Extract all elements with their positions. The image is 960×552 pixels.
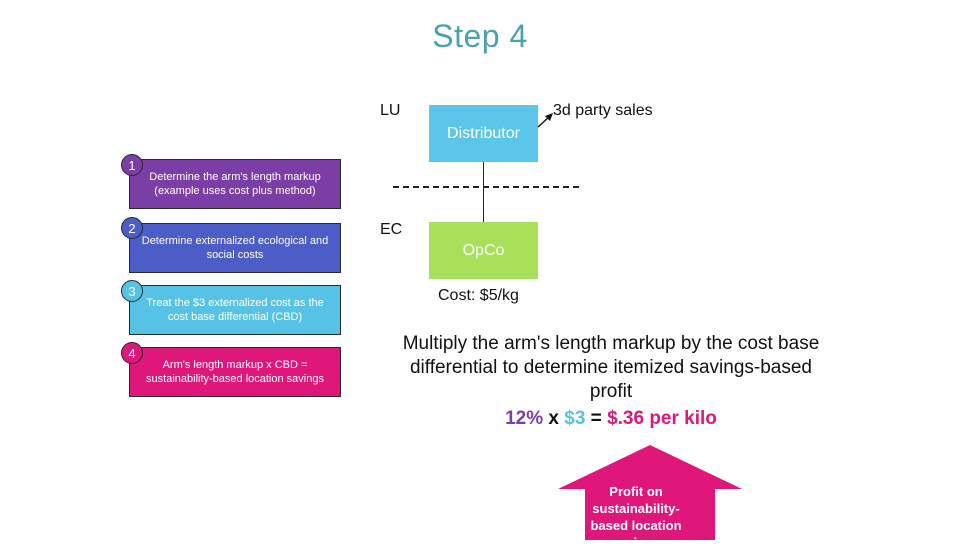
formula-times: x: [548, 408, 559, 429]
third-party-sales-label: 3d party sales: [553, 102, 653, 119]
sales-arrow-icon: [537, 113, 553, 128]
formula: 12% x $3 = $.36 per kilo: [393, 408, 829, 430]
step-4-text: Arm's length markup x CBD = sustainabili…: [146, 358, 324, 385]
cost-label: Cost: $5/kg: [438, 287, 519, 304]
formula-result: $.36 per kilo: [607, 408, 717, 429]
step-4-box: Arm's length markup x CBD = sustainabili…: [129, 347, 341, 397]
step-2-text: Determine externalized ecological and so…: [141, 234, 329, 261]
step-2-box: Determine externalized ecological and so…: [129, 223, 341, 273]
explanation-text: Multiply the arm's length markup by the …: [402, 333, 820, 402]
connector-line: [483, 162, 484, 222]
distributor-node: Distributor: [429, 105, 538, 162]
opco-label: OpCo: [462, 241, 505, 259]
formula-equals: =: [590, 408, 602, 429]
lu-label: LU: [380, 102, 401, 119]
profit-up-arrow-icon: [558, 445, 742, 540]
step-3-box: Treat the $3 externalized cost as the co…: [129, 285, 341, 335]
distributor-label: Distributor: [447, 124, 520, 142]
step-1-number: 1: [121, 154, 143, 176]
border-divider: [393, 186, 579, 188]
step-3-text: Treat the $3 externalized cost as the co…: [146, 296, 324, 323]
step-2-number: 2: [121, 217, 143, 239]
opco-node: OpCo: [429, 222, 538, 279]
ec-label: EC: [380, 221, 403, 238]
step-1-text: Determine the arm's length markup (examp…: [149, 170, 321, 197]
page-title: Step 4: [432, 18, 528, 54]
step-4-number: 4: [121, 342, 143, 364]
step-3-number: 3: [121, 280, 143, 302]
formula-markup: 12%: [505, 408, 544, 429]
step-1-box: Determine the arm's length markup (examp…: [129, 159, 341, 209]
profit-callout-text: Profit on sustainability-based location …: [590, 484, 682, 550]
formula-cbd: $3: [564, 408, 586, 429]
